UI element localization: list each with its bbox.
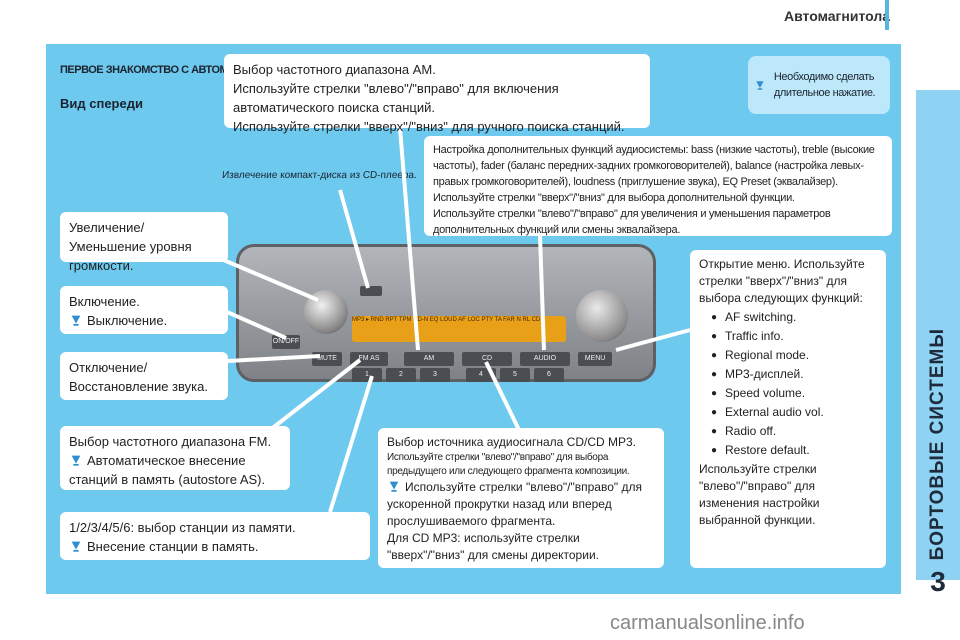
tip-icon	[389, 481, 399, 492]
preset-button-5[interactable]: 5	[500, 368, 530, 382]
callout-am-line2: Используйте стрелки "влево"/"вправо" для…	[233, 81, 559, 115]
list-item: Speed volume.	[711, 385, 877, 402]
cd-button[interactable]: CD	[462, 352, 512, 366]
am-button[interactable]: AM	[404, 352, 454, 366]
callout-power-off: Выключение.	[87, 313, 168, 328]
callout-presets-line1: 1/2/3/4/5/6: выбор станции из памяти.	[69, 520, 296, 535]
callout-mute-text: Отключение/ Восстановление звука.	[69, 360, 208, 394]
panel-subheading: Вид спереди	[60, 96, 143, 111]
callout-power-on: Включение.	[69, 294, 140, 309]
list-item: AF switching.	[711, 309, 877, 326]
list-item: Restore default.	[711, 442, 877, 459]
leader-audio	[538, 235, 546, 351]
radio-display: MP3 ▸ RND RPT TPM CD-N EQ LOUD AF LOC PT…	[352, 316, 566, 342]
note-box: Необходимо сделать длительное нажатие.	[748, 56, 890, 114]
menu-function-list: AF switching. Traffic info. Regional mod…	[699, 309, 877, 459]
callout-audio: Настройка дополнительных функций аудиоси…	[424, 136, 892, 236]
callout-power: Включение. Выключение.	[60, 286, 228, 334]
preset-button-2[interactable]: 2	[386, 368, 416, 382]
callout-volume: Увеличение/Уменьшение уровня громкости.	[60, 212, 228, 273]
on-off-button[interactable]: ON/OFF	[272, 335, 300, 349]
tip-icon	[71, 315, 81, 326]
list-item: Traffic info.	[711, 328, 877, 345]
tip-icon	[71, 455, 81, 466]
leader-menu	[615, 328, 691, 352]
list-item: Radio off.	[711, 423, 877, 440]
callout-audio-line2: Используйте стрелки "вверх"/"вниз" для в…	[433, 192, 795, 204]
callout-source-line2: Используйте стрелки "влево"/"вправо" для…	[387, 452, 630, 477]
callout-audio-line3: Используйте стрелки "влево"/"вправо" для…	[433, 208, 831, 236]
callout-presets: 1/2/3/4/5/6: выбор станции из памяти. Вн…	[60, 512, 370, 560]
audio-button[interactable]: AUDIO	[520, 352, 570, 366]
radio-display-text: MP3 ▸ RND RPT TPM CD-N EQ LOUD AF LOC PT…	[352, 317, 541, 323]
callout-menu-intro: Открытие меню. Используйте стрелки "ввер…	[699, 257, 865, 305]
header-rule	[885, 0, 889, 30]
tip-icon	[71, 541, 81, 552]
preset-button-1[interactable]: 1	[352, 368, 382, 382]
tip-icon	[756, 81, 764, 90]
callout-presets-line2: Внесение станции в память.	[87, 539, 259, 554]
list-item: MP3-дисплей.	[711, 366, 877, 383]
callout-menu: Открытие меню. Используйте стрелки "ввер…	[690, 250, 886, 568]
callout-am: Выбор частотного диапазона AM. Используй…	[224, 54, 650, 134]
callout-mute: Отключение/ Восстановление звука.	[60, 352, 228, 400]
callout-am-line3: Используйте стрелки "вверх"/"вниз" для р…	[233, 119, 625, 134]
callout-am-line1: Выбор частотного диапазона AM.	[233, 62, 436, 77]
callout-audio-text: Настройка дополнительных функций аудиоси…	[433, 144, 875, 188]
note-text: Необходимо сделать длительное нажатие.	[773, 71, 876, 99]
callout-fm-line1: Выбор частотного диапазона FM.	[69, 434, 272, 449]
callout-source-line4: Для CD MP3: используйте стрелки "вверх"/…	[387, 531, 599, 562]
page-header-title: Автомагнитола	[784, 8, 890, 24]
callout-menu-outro: Используйте стрелки "влево"/"вправо" для…	[699, 462, 820, 527]
leader-eject	[338, 189, 370, 289]
leader-source	[484, 361, 522, 433]
preset-button-3[interactable]: 3	[420, 368, 450, 382]
leader-fm	[268, 358, 362, 432]
watermark: carmanualsonline.info	[610, 612, 805, 634]
list-item: External audio vol.	[711, 404, 877, 421]
preset-button-6[interactable]: 6	[534, 368, 564, 382]
chapter-number: 3	[930, 566, 946, 597]
callout-source-line1: Выбор источника аудиосигнала CD/CD MP3.	[387, 435, 637, 449]
callout-fm-line2: Автоматическое внесение станций в память…	[69, 453, 266, 487]
callout-source: Выбор источника аудиосигнала CD/CD MP3. …	[378, 428, 664, 568]
menu-button[interactable]: MENU	[578, 352, 612, 366]
eject-button[interactable]	[360, 286, 382, 296]
list-item: Regional mode.	[711, 347, 877, 364]
leader-am	[398, 127, 420, 351]
arrow-pad[interactable]	[576, 290, 628, 342]
chapter-sidebar	[916, 90, 960, 580]
panel-heading: ПЕРВОЕ ЗНАКОМСТВО С АВТОМОБИЛЕМ	[60, 64, 274, 76]
callout-source-line3: Используйте стрелки "влево"/"вправо" для…	[387, 480, 642, 528]
leader-presets	[328, 375, 374, 513]
callout-fm: Выбор частотного диапазона FM. Автоматич…	[60, 426, 290, 490]
leader-mute	[209, 354, 321, 364]
callout-volume-text: Увеличение/Уменьшение уровня громкости.	[69, 220, 192, 273]
